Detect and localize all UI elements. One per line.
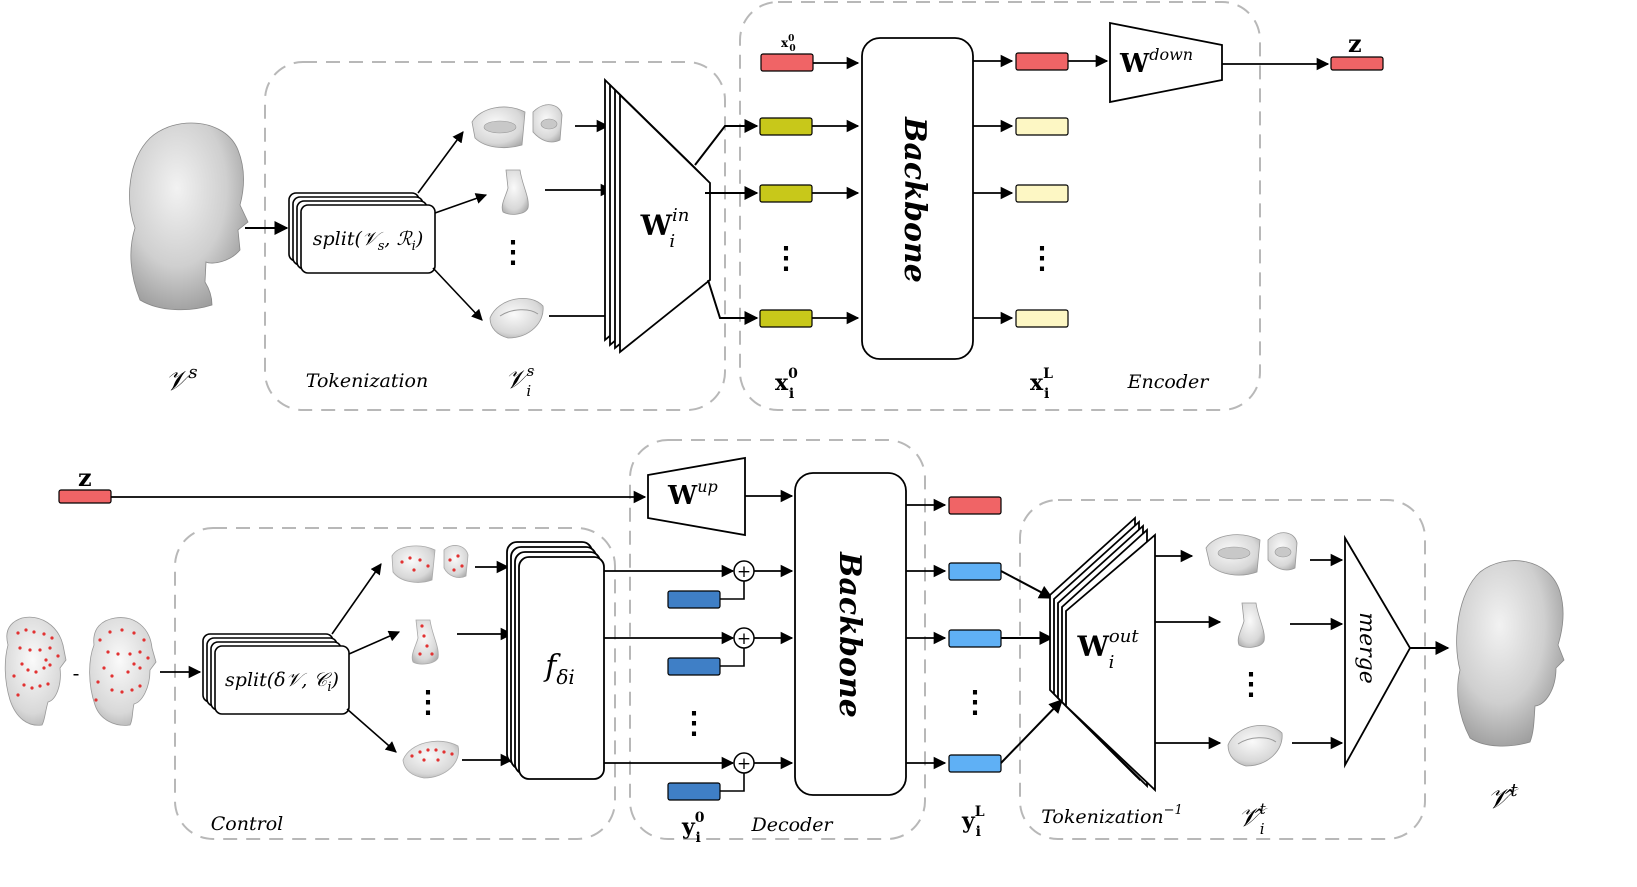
svg-text:split(δ𝒱, 𝒞i): split(δ𝒱, 𝒞i) — [225, 669, 339, 695]
decoder-input-tokens — [667, 590, 721, 801]
merge-label: merge — [1354, 612, 1379, 684]
eye-region-icon — [471, 104, 563, 149]
yL-class-token — [948, 496, 1002, 515]
landmark-points — [94, 628, 150, 702]
svg-text:split(𝒱s, ℛi): split(𝒱s, ℛi) — [313, 228, 423, 254]
control-split-block: split(δ𝒱, 𝒞i) — [202, 633, 350, 715]
decoder-region — [629, 439, 926, 840]
encoder-backbone-label: Backbone — [897, 116, 932, 283]
w-up-projection — [647, 456, 746, 537]
vertical-ellipsis-icon: ⋮ — [1236, 667, 1266, 702]
eye-region-icon — [1205, 532, 1298, 576]
xL-class-token — [1015, 52, 1069, 71]
output-tokens — [1015, 117, 1069, 328]
latent-z-label: z — [1348, 29, 1362, 58]
merge-block — [1344, 534, 1412, 769]
encoder-label: Encoder — [1127, 371, 1211, 393]
tokenization-region — [264, 61, 726, 411]
encoder-region — [739, 1, 1261, 411]
nose-region-icon — [1237, 602, 1265, 648]
svg-text:+: + — [737, 629, 751, 649]
input-tokens — [759, 117, 813, 328]
decoder-z-token — [58, 489, 112, 504]
decoder-output-tokens — [948, 562, 1002, 773]
encoder-backbone — [861, 37, 974, 360]
w-down-label: Wdown — [1119, 45, 1193, 79]
decoder-backbone-label: Backbone — [832, 551, 867, 718]
mouth-region-icon — [1227, 725, 1283, 767]
latent-z-token — [1330, 56, 1384, 71]
control-region — [174, 527, 616, 840]
vertical-ellipsis-icon: ⋮ — [960, 685, 990, 720]
detokenization-region — [1019, 499, 1426, 840]
detokenization-label: Tokenization−1 — [1041, 803, 1183, 828]
input-mesh-label: 𝒱s — [165, 362, 198, 397]
vertical-ellipsis-icon: ⋮ — [679, 706, 709, 741]
nose-region-icon — [411, 619, 439, 665]
head-mesh-icon — [89, 617, 157, 726]
decoder-z-label: z — [78, 463, 92, 492]
output-mesh-label: 𝒱̂t — [1487, 780, 1519, 815]
svg-text:+: + — [737, 754, 751, 774]
head-mesh-icon — [129, 122, 249, 311]
decoder-label: Decoder — [750, 814, 834, 836]
nose-region-icon — [501, 169, 529, 215]
split-block: split(𝒱s, ℛi) — [288, 192, 436, 274]
f-delta-block — [506, 541, 605, 780]
mouth-region-icon — [489, 298, 544, 339]
landmark-points — [12, 628, 60, 697]
w-down-projection — [1109, 21, 1223, 104]
eye-region-icon — [391, 545, 469, 583]
x0-class-token — [760, 53, 814, 72]
decoder-backbone — [794, 472, 907, 796]
minus-sign: - — [73, 661, 80, 685]
vertical-ellipsis-icon: ⋮ — [413, 685, 443, 720]
tokenization-label: Tokenization — [306, 370, 428, 392]
vertical-ellipsis-icon: ⋮ — [498, 235, 528, 270]
svg-text:+: + — [737, 562, 751, 582]
w-up-label: Wup — [667, 477, 718, 511]
head-mesh-icon — [1456, 560, 1565, 747]
control-label: Control — [211, 813, 283, 835]
vertical-ellipsis-icon: ⋮ — [1027, 241, 1057, 276]
vertical-ellipsis-icon: ⋮ — [771, 241, 801, 276]
mouth-region-icon — [402, 740, 459, 779]
